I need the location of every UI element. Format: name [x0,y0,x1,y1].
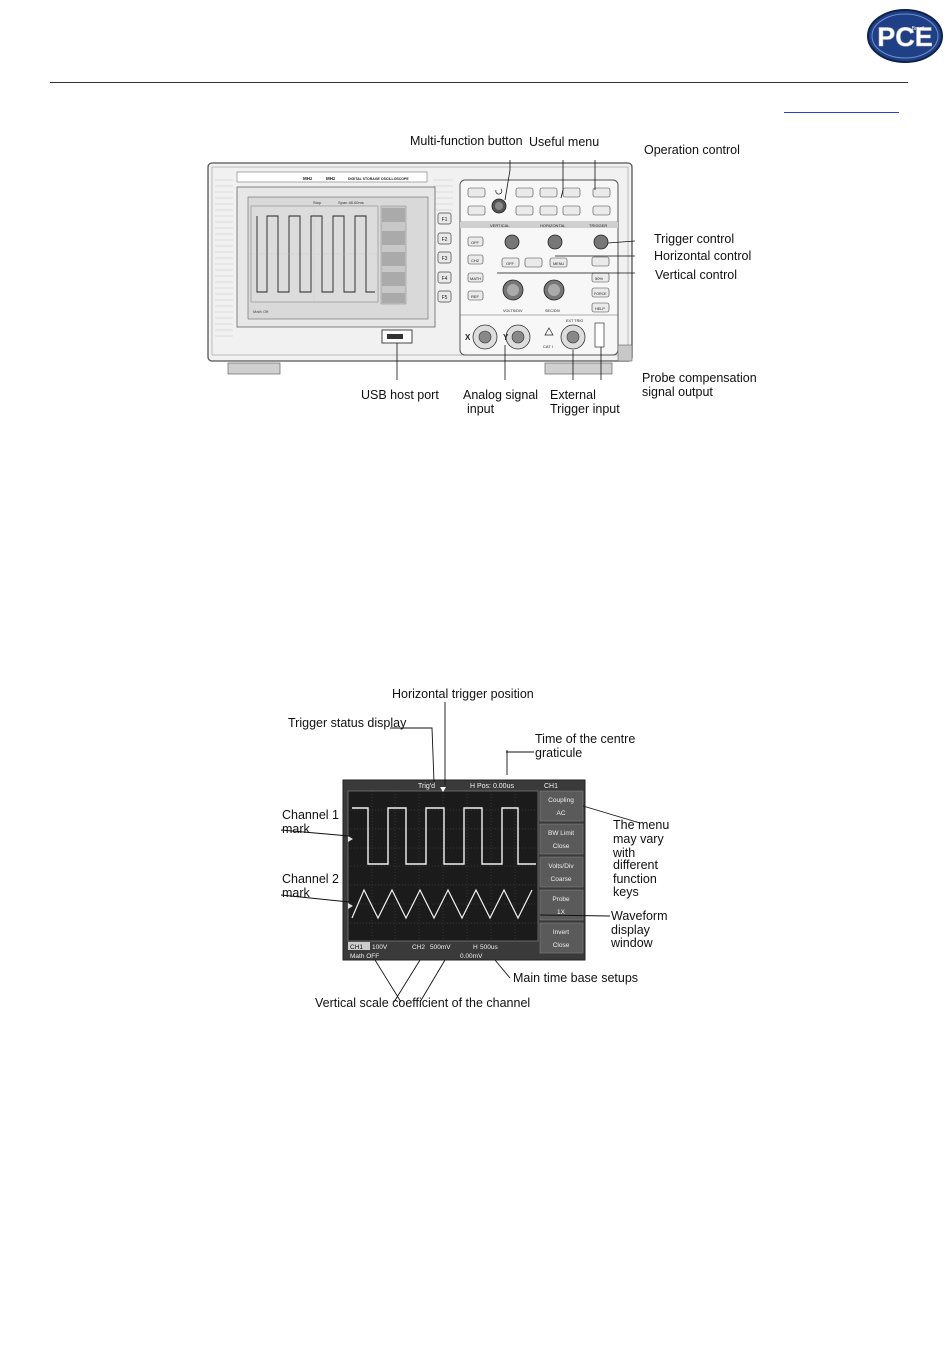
menu-item-5-value: Close [553,942,570,949]
header-link-underline[interactable] [784,112,899,113]
label-main-time-base: Main time base setups [513,971,639,985]
label-time-centre-2: graticule [535,746,583,760]
ext-trig: EXT TRIG [566,319,583,323]
volts-div: VOLTS/DIV [503,309,523,313]
front-panel-figure: MHz MHz DIGITAL STORAGE OSCILLOSCOPE Sto… [205,149,650,385]
label-operation-control: Operation control [644,143,740,157]
label-analog-signal-1: Analog signal [463,388,539,402]
logo-subtext: Brasil [912,26,925,32]
label-probe-comp-1: Probe compensation [642,371,757,385]
label-trigger-control: Trigger control [654,232,735,246]
label-external-trigger-2: Trigger input [550,402,620,416]
screen-display-figure: Trig'd H Pos: 0.00us CH1 Coupling AC BW … [340,778,588,962]
btn-50: 50% [595,276,603,281]
fkey-5: F5 [442,295,448,301]
label-channel2-mark-1: Channel 2 [282,872,339,886]
ch1-square-wave [352,807,536,865]
label-menu-vary-5: function [613,872,657,886]
label-vertical-control: Vertical control [655,268,737,282]
screen-top: Stop [313,200,322,205]
btn-menu: MENU [553,262,564,266]
screen-ch1-scale: 100V [372,944,388,951]
label-time-centre-1: Time of the centre [535,732,636,746]
screen-trig-info: 0.00mV [460,953,483,960]
label-menu-vary-6: keys [613,885,639,899]
btn-off2: OFF [506,261,515,266]
screen-ch-tab: CH1 [544,783,558,790]
label-horizontal-trigger-position: Horizontal trigger position [392,687,534,701]
screen-ch1-label: CH1 [350,944,363,951]
label-waveform-1: Waveform [611,909,668,923]
fkey-2: F2 [442,237,448,243]
screen-trig-status: Trig'd [418,783,435,790]
vertical-title: VERTICAL [490,223,510,228]
label-multi-function-button: Multi-function button [410,134,523,148]
btn-off: OFF [471,240,480,245]
menu-item-2-value: Close [553,843,570,850]
screen-math: Math OFF [350,953,379,960]
header-rule [50,82,908,83]
label-menu-vary-4: different [613,858,658,872]
screen-top-right: Span 48.00ms [338,200,364,205]
y-label: Y [503,333,509,342]
label-external-trigger-1: External [550,388,596,402]
label-channel1-mark-2: mark [282,822,310,836]
menu-item-3-value: Coarse [551,876,572,883]
label-waveform-3: window [611,936,653,950]
menu-item-1-value: AC [556,810,565,817]
label-menu-vary-3: with [613,846,636,860]
figure2-callout-lines [270,690,690,1010]
label-channel2-mark-2: mark [282,886,310,900]
menu-item-3-title: Volts/Div [548,863,574,870]
menu-item-4-title: Probe [552,896,570,903]
btn-ch2: CH2 [471,258,480,263]
label-menu-vary-1: The menu [613,818,670,832]
logo-text: PCE [877,22,933,52]
btn-force: FORCE [594,292,607,296]
label-menu-vary-2: may vary [613,832,664,846]
label-probe-comp-2: signal output [642,385,713,399]
label-usb-host-port: USB host port [361,388,439,402]
screen-time-scale: 500us [480,944,498,951]
label-useful-menu: Useful menu [529,135,600,149]
label-trigger-status-display: Trigger status display [288,716,407,730]
label-horizontal-control: Horizontal control [654,249,752,263]
fkey-1: F1 [442,217,448,223]
label-vertical-scale: Vertical scale coefficient of the channe… [315,996,531,1010]
horizontal-title: HORIZONTAL [540,223,566,228]
x-label: X [465,333,471,342]
screen-math: Math Off [253,309,269,314]
sec-div: SEC/DIV [545,309,561,313]
model-b: MHz [326,176,336,181]
pce-logo: PCE Brasil [866,8,944,64]
label-waveform-2: display [611,923,650,937]
menu-item-1-title: Coupling [548,797,574,804]
screen-ch2-scale: 500mV [430,944,451,951]
screen-time-label: H [473,944,478,951]
fkey-3: F3 [442,256,448,262]
btn-help: HELP [595,307,605,311]
label-analog-signal-2: input [467,402,495,416]
btn-math: MATH [470,276,481,281]
menu-item-5-title: Invert [553,929,569,936]
menu-item-2-title: BW Limit [548,830,574,837]
trigger-title: TRIGGER [589,223,607,228]
fkey-4: F4 [442,276,448,282]
label-channel1-mark-1: Channel 1 [282,808,339,822]
model-a: MHz [303,176,313,181]
cat-label: CAT I [543,344,553,349]
screen-ch2-label: CH2 [412,944,425,951]
ch2-triangle-wave [351,888,533,920]
screen-h-pos: H Pos: 0.00us [470,783,514,790]
menu-item-4-value: 1X [557,909,566,916]
btn-ref: REF [471,294,480,299]
model-c: DIGITAL STORAGE OSCILLOSCOPE [348,177,409,181]
